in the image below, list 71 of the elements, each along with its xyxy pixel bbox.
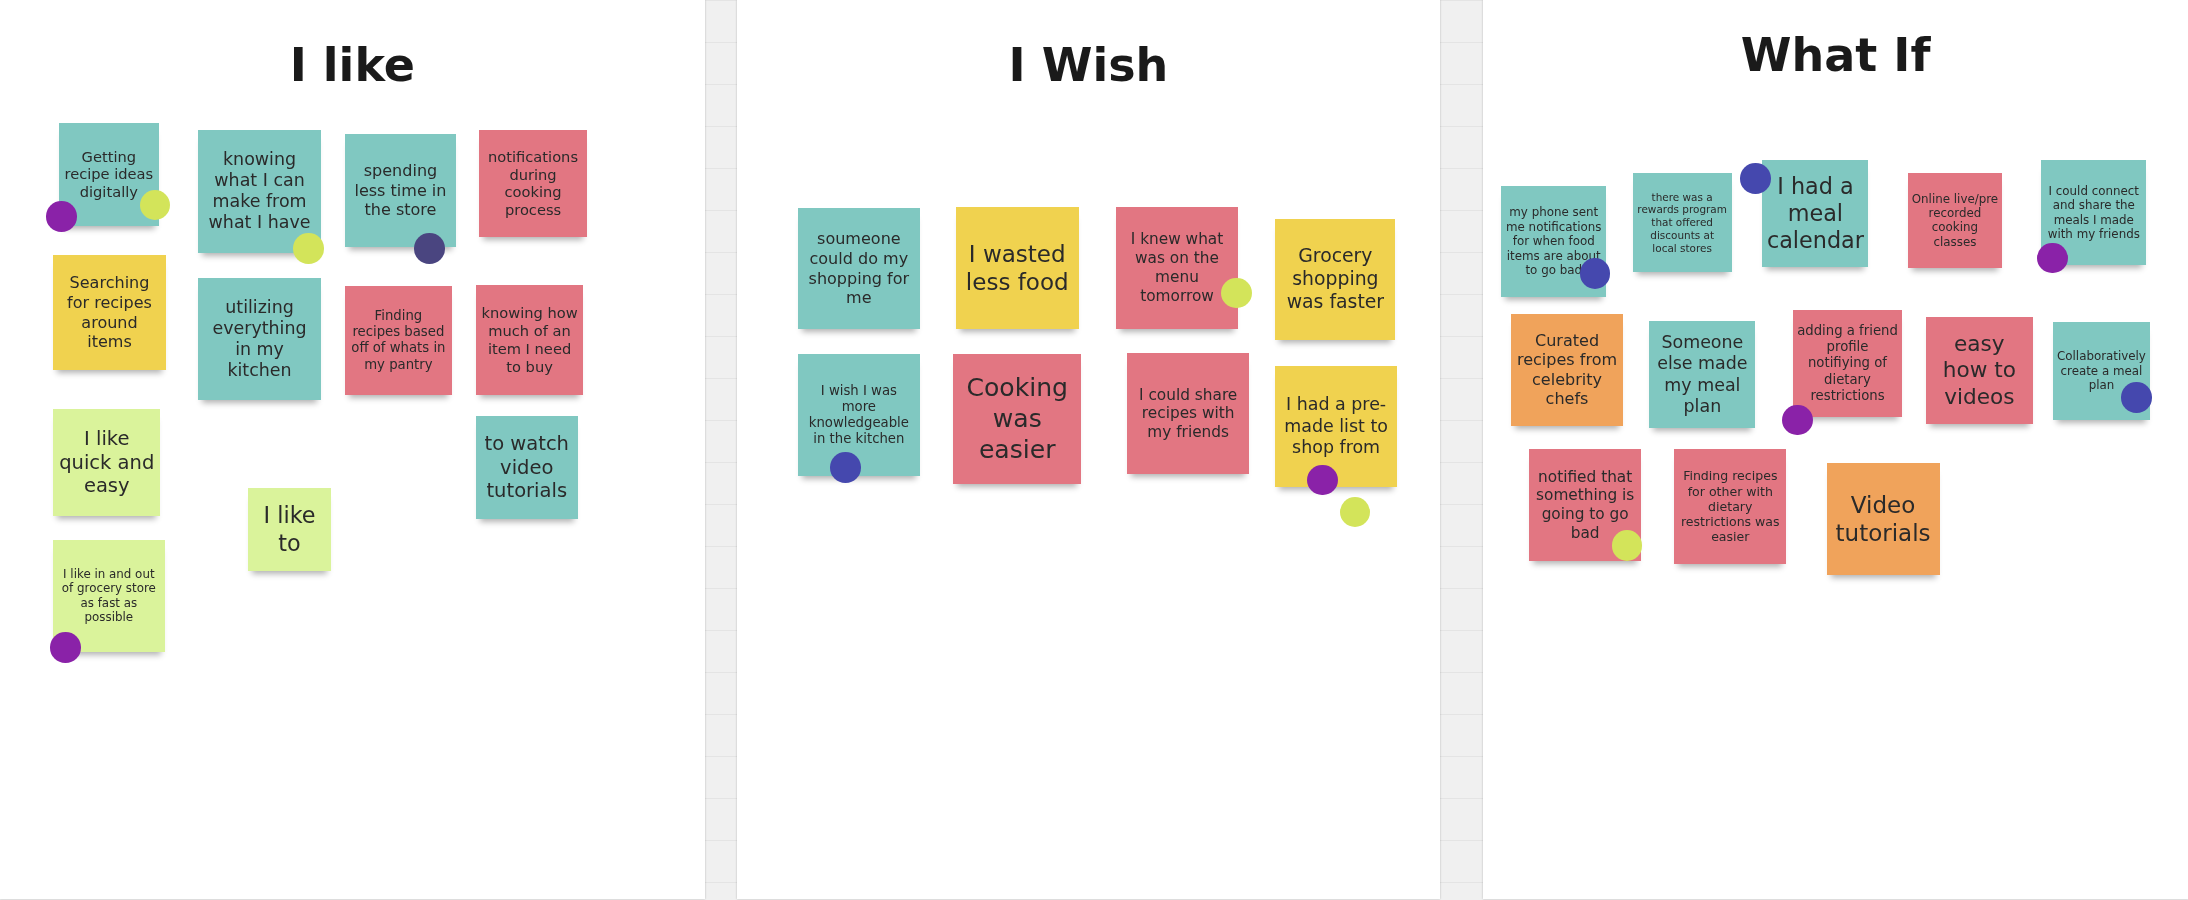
note-text: I wasted less food xyxy=(964,239,1070,296)
sticky-note xyxy=(955,206,1079,330)
note-text: Collaboratively create a meal plan xyxy=(2056,349,2147,393)
sticky-note xyxy=(53,255,167,370)
note-text: Online live/pre recorded cooking classes xyxy=(1911,191,1999,250)
panel-title: What If xyxy=(1740,27,1931,82)
note-text: adding a friend profile notifiying of dietary restrictions xyxy=(1797,323,1898,404)
sticky-note xyxy=(1127,353,1249,475)
board-panel xyxy=(736,0,1441,899)
sticky-note xyxy=(198,277,321,401)
note-text: Video tutorials xyxy=(1834,491,1932,548)
sticky-note xyxy=(475,284,584,395)
note-text: Curated recipes from celebrity chefs xyxy=(1515,330,1619,409)
note-text: I could connect and share the meals I made with my friends xyxy=(2046,183,2141,242)
note-text: easy how to videos xyxy=(1941,330,2017,411)
note-text: spending less time in the store xyxy=(353,161,448,220)
sticky-note xyxy=(798,354,920,476)
note-text: Finding recipes for other with dietary restrictions was easier xyxy=(1679,468,1781,545)
sticky-note xyxy=(2052,322,2151,420)
sticky-note xyxy=(53,408,161,517)
sticky-note xyxy=(798,207,920,330)
sticky-note xyxy=(1116,206,1238,330)
note-text: there was a rewards program that offered discounts at local stores xyxy=(1636,190,1728,255)
note-text: knowing how much of an item I need to buy xyxy=(480,304,579,376)
sticky-note xyxy=(1275,219,1396,341)
note-text: soumeone could do my shopping for me xyxy=(807,229,911,308)
sticky-note xyxy=(248,488,331,571)
board-panel xyxy=(0,0,705,899)
note-text: Grocery shopping was faster xyxy=(1285,245,1386,315)
note-text: I could share recipes with my friends xyxy=(1138,385,1239,442)
sticky-note xyxy=(1826,463,1940,575)
note-text: I like quick and easy xyxy=(58,426,156,499)
sticky-note xyxy=(344,133,457,247)
sticky-note xyxy=(1275,365,1397,487)
panel-title: I Wish xyxy=(1008,37,1169,92)
sticky-note xyxy=(1511,313,1623,426)
note-text: Cooking was easier xyxy=(965,373,1070,466)
note-text: Finding recipes based off of whats in my pantry xyxy=(350,308,447,373)
sticky-note xyxy=(1793,309,1902,418)
sticky-note xyxy=(1674,449,1787,564)
note-text: I like in and out of grocery store as fast as possible xyxy=(60,566,157,625)
note-text: I had a meal calendar xyxy=(1766,172,1865,255)
sticky-note xyxy=(1649,320,1756,429)
sticky-note xyxy=(953,354,1082,485)
note-text: Someone else made my meal plan xyxy=(1656,332,1749,418)
note-text: I wish I was more knowledgeable in the kitchen xyxy=(807,382,910,448)
sticky-note xyxy=(344,286,453,395)
note-text: to watch video tutorials xyxy=(483,431,570,504)
sticky-note xyxy=(198,129,321,253)
note-text: utilizing everything in my kitchen xyxy=(211,296,308,382)
panel-title: I like xyxy=(289,37,415,92)
note-text: Getting recipe ideas digitally xyxy=(63,147,155,202)
sticky-note xyxy=(1762,160,1869,267)
note-text: notifications during cooking process xyxy=(487,147,579,220)
note-text: knowing what I can make from what I have xyxy=(207,148,312,234)
sticky-note xyxy=(53,540,165,652)
sticky-note xyxy=(478,129,588,238)
sticky-note xyxy=(1501,185,1607,298)
note-text: Searching for recipes around items xyxy=(66,273,153,352)
note-text: I knew what was on the menu tomorrow xyxy=(1129,230,1225,306)
sticky-note xyxy=(1907,173,2003,268)
note-text: I had a pre-made list to shop from xyxy=(1283,394,1389,459)
sticky-note xyxy=(58,122,160,227)
note-text: I like to xyxy=(262,502,317,557)
note-text: notified that something is going to go bad xyxy=(1535,467,1636,543)
board-panel xyxy=(1483,0,2188,899)
sticky-note xyxy=(1632,173,1732,273)
sticky-note xyxy=(1529,449,1641,561)
sticky-note xyxy=(2041,160,2147,266)
sticky-note xyxy=(1925,316,2034,425)
sticky-note xyxy=(475,415,578,520)
